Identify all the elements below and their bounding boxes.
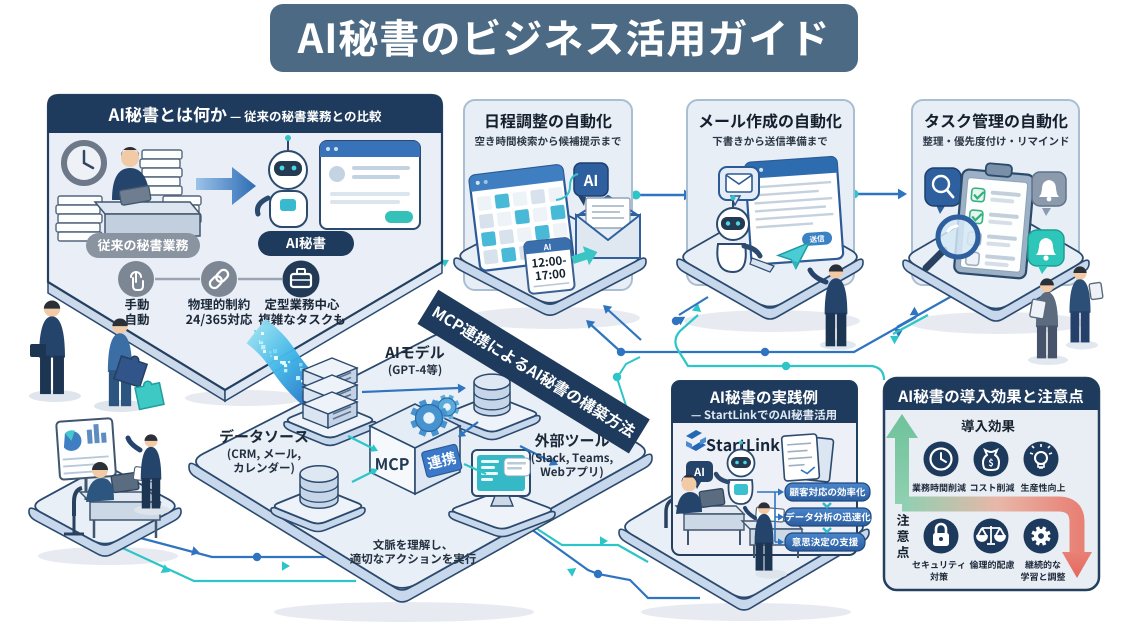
svg-text:17:00: 17:00	[534, 265, 567, 284]
svg-text:AI: AI	[542, 242, 552, 254]
svg-text:(GPT-4等): (GPT-4等)	[388, 362, 442, 378]
svg-text:12:00-: 12:00-	[531, 252, 568, 272]
svg-text:AI秘書の実践例: AI秘書の実践例	[709, 386, 818, 408]
svg-text:AI: AI	[693, 464, 705, 480]
svg-text:複雑なタスクも: 複雑なタスクも	[258, 309, 346, 328]
svg-text:物理的制約: 物理的制約	[188, 294, 251, 313]
svg-text:(Slack, Teams,: (Slack, Teams,	[531, 450, 614, 466]
svg-text:従来の秘書業務: 従来の秘書業務	[97, 235, 188, 254]
svg-text:対策: 対策	[930, 570, 948, 583]
svg-text:意思決定の支援: 意思決定の支援	[792, 535, 859, 549]
svg-text:AI秘書の導入効果と注意点: AI秘書の導入効果と注意点	[897, 385, 1084, 407]
svg-text:整理・優先度付け・リマインド: 整理・優先度付け・リマインド	[923, 134, 1070, 149]
svg-text:— StartLinkでのAI秘書活用: — StartLinkでのAI秘書活用	[691, 407, 837, 423]
svg-text:AI秘書とは何か — 従来の秘書業務との比較: AI秘書とは何か — 従来の秘書業務との比較	[107, 101, 382, 126]
svg-text:適切なアクションを実行: 適切なアクションを実行	[350, 551, 477, 567]
svg-text:AIモデル: AIモデル	[384, 342, 445, 363]
svg-text:注: 注	[896, 510, 909, 529]
svg-text:手動: 手動	[124, 294, 149, 313]
svg-text:送信: 送信	[809, 233, 825, 245]
svg-text:AI秘書のビジネス活用ガイド: AI秘書のビジネス活用ガイド	[297, 7, 831, 65]
svg-text:AI: AI	[583, 170, 599, 191]
svg-text:コスト削減: コスト削減	[969, 481, 1014, 494]
svg-text:Webアプリ): Webアプリ)	[540, 464, 603, 480]
svg-text:継続的な: 継続的な	[1025, 558, 1061, 571]
svg-text:外部ツール: 外部ツール	[534, 430, 609, 451]
svg-text:文脈を理解し、: 文脈を理解し、	[373, 537, 454, 553]
svg-text:データ分析の迅速化: データ分析の迅速化	[785, 510, 871, 524]
svg-text:(CRM, メール,: (CRM, メール,	[227, 446, 301, 462]
svg-text:24/365対応: 24/365対応	[186, 309, 253, 328]
svg-text:学習と調整: 学習と調整	[1020, 570, 1065, 583]
svg-text:業務時間削減: 業務時間削減	[912, 481, 966, 494]
svg-text:生産性向上: 生産性向上	[1020, 481, 1065, 494]
svg-text:導入効果: 導入効果	[961, 415, 1015, 435]
svg-text:自動: 自動	[124, 309, 149, 328]
svg-text:セキュリティ: セキュリティ	[912, 558, 966, 571]
svg-text:空き時間検索から候補提示まで: 空き時間検索から候補提示まで	[475, 134, 622, 149]
svg-text:タスク管理の自動化: タスク管理の自動化	[924, 108, 1068, 132]
svg-text:下書きから送信準備まで: 下書きから送信準備まで	[712, 134, 828, 149]
svg-text:倫理的配慮: 倫理的配慮	[969, 558, 1014, 571]
svg-text:顧客対応の効率化: 顧客対応の効率化	[789, 485, 866, 499]
svg-text:点: 点	[896, 542, 909, 561]
svg-text:AI秘書: AI秘書	[285, 232, 326, 252]
svg-text:メール作成の自動化: メール作成の自動化	[698, 108, 842, 132]
svg-text:定型業務中心: 定型業務中心	[264, 294, 340, 313]
svg-text:日程調整の自動化: 日程調整の自動化	[484, 108, 612, 132]
svg-text:MCP: MCP	[375, 451, 410, 475]
svg-text:$: $	[988, 456, 993, 469]
svg-text:データソース: データソース	[219, 426, 309, 447]
svg-text:意: 意	[896, 526, 909, 545]
svg-text:カレンダー): カレンダー)	[233, 460, 295, 476]
